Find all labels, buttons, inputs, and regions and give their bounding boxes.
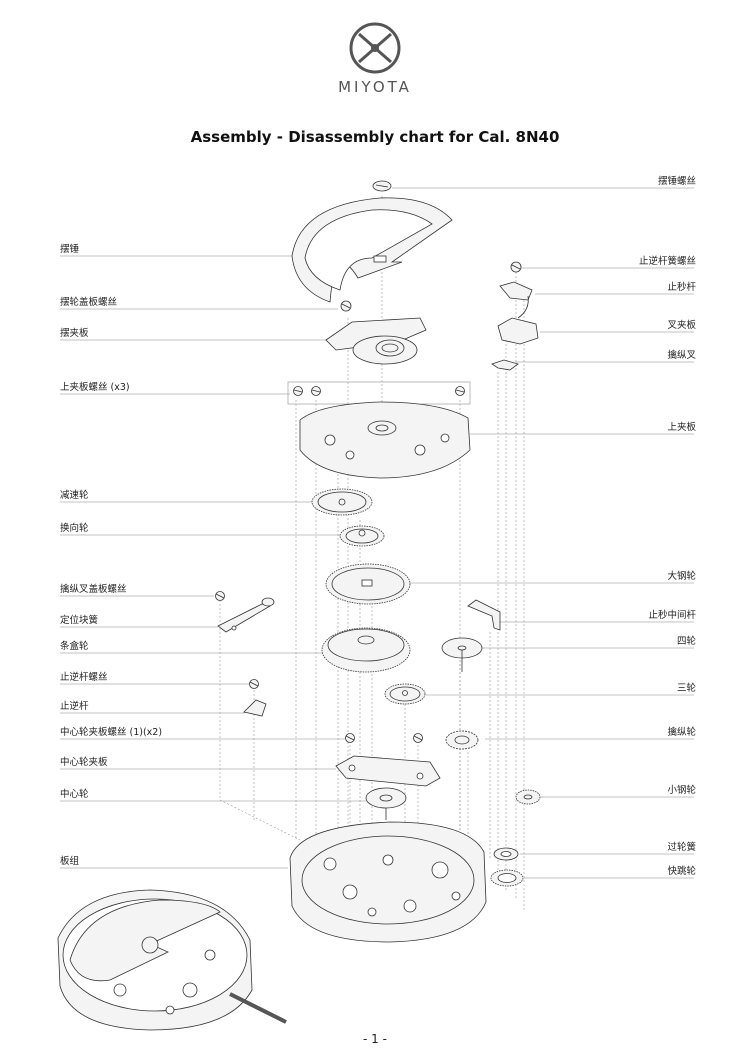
label-balance-bridge: 摆夹板	[60, 328, 89, 339]
label-rotor-screw: 摆锤螺丝	[657, 176, 696, 187]
label-stop-intermediate-lever: 止秒中间杆	[648, 610, 696, 621]
label-click-spring-screw: 止逆杆簧螺丝	[638, 256, 696, 267]
miyota-logo-icon	[349, 22, 401, 74]
label-ratchet-wheel: 大钢轮	[667, 571, 696, 582]
label-pallet-fork: 擒纵叉	[667, 350, 696, 361]
label-center-bridge: 中心轮夹板	[60, 757, 108, 768]
label-stop-lever: 止秒杆	[667, 282, 696, 293]
label-click-screw: 止逆杆螺丝	[60, 672, 108, 683]
label-setting-spring: 定位块簧	[60, 615, 99, 626]
page-number: - 1 -	[363, 1032, 387, 1046]
page-title: Assembly - Disassembly chart for Cal. 8N…	[190, 128, 560, 146]
label-main-plate: 板组	[60, 856, 80, 867]
label-train-bridge: 上夹板	[667, 422, 696, 433]
brand-logo: MIYOTA	[330, 22, 420, 96]
label-third-wheel: 三轮	[676, 683, 696, 694]
label-train-bridge-screws: 上夹板螺丝 (x3)	[60, 382, 130, 393]
label-escape-wheel: 擒纵轮	[667, 727, 696, 738]
label-center-bridge-screws: 中心轮夹板螺丝 (1)(x2)	[60, 727, 163, 738]
label-pallet-bridge-screw: 擒纵叉盖板螺丝	[60, 584, 127, 595]
brand-name: MIYOTA	[338, 78, 412, 96]
label-barrel: 条盒轮	[60, 641, 89, 652]
label-transmission-spring: 过轮簧	[667, 842, 696, 853]
label-rotor: 摆锤	[60, 244, 80, 255]
label-jump-wheel: 快跳轮	[667, 866, 696, 877]
label-fourth-wheel: 四轮	[676, 636, 696, 647]
label-reversing-wheel: 换向轮	[60, 523, 89, 534]
label-pallet-bridge: 叉夹板	[667, 320, 696, 331]
label-click: 止逆杆	[60, 701, 89, 712]
label-reduction-wheel: 减速轮	[60, 490, 89, 501]
label-crown-wheel: 小钢轮	[667, 785, 696, 796]
label-balance-bridge-screw: 摆轮盖板螺丝	[60, 297, 118, 308]
label-center-wheel: 中心轮	[60, 789, 89, 800]
